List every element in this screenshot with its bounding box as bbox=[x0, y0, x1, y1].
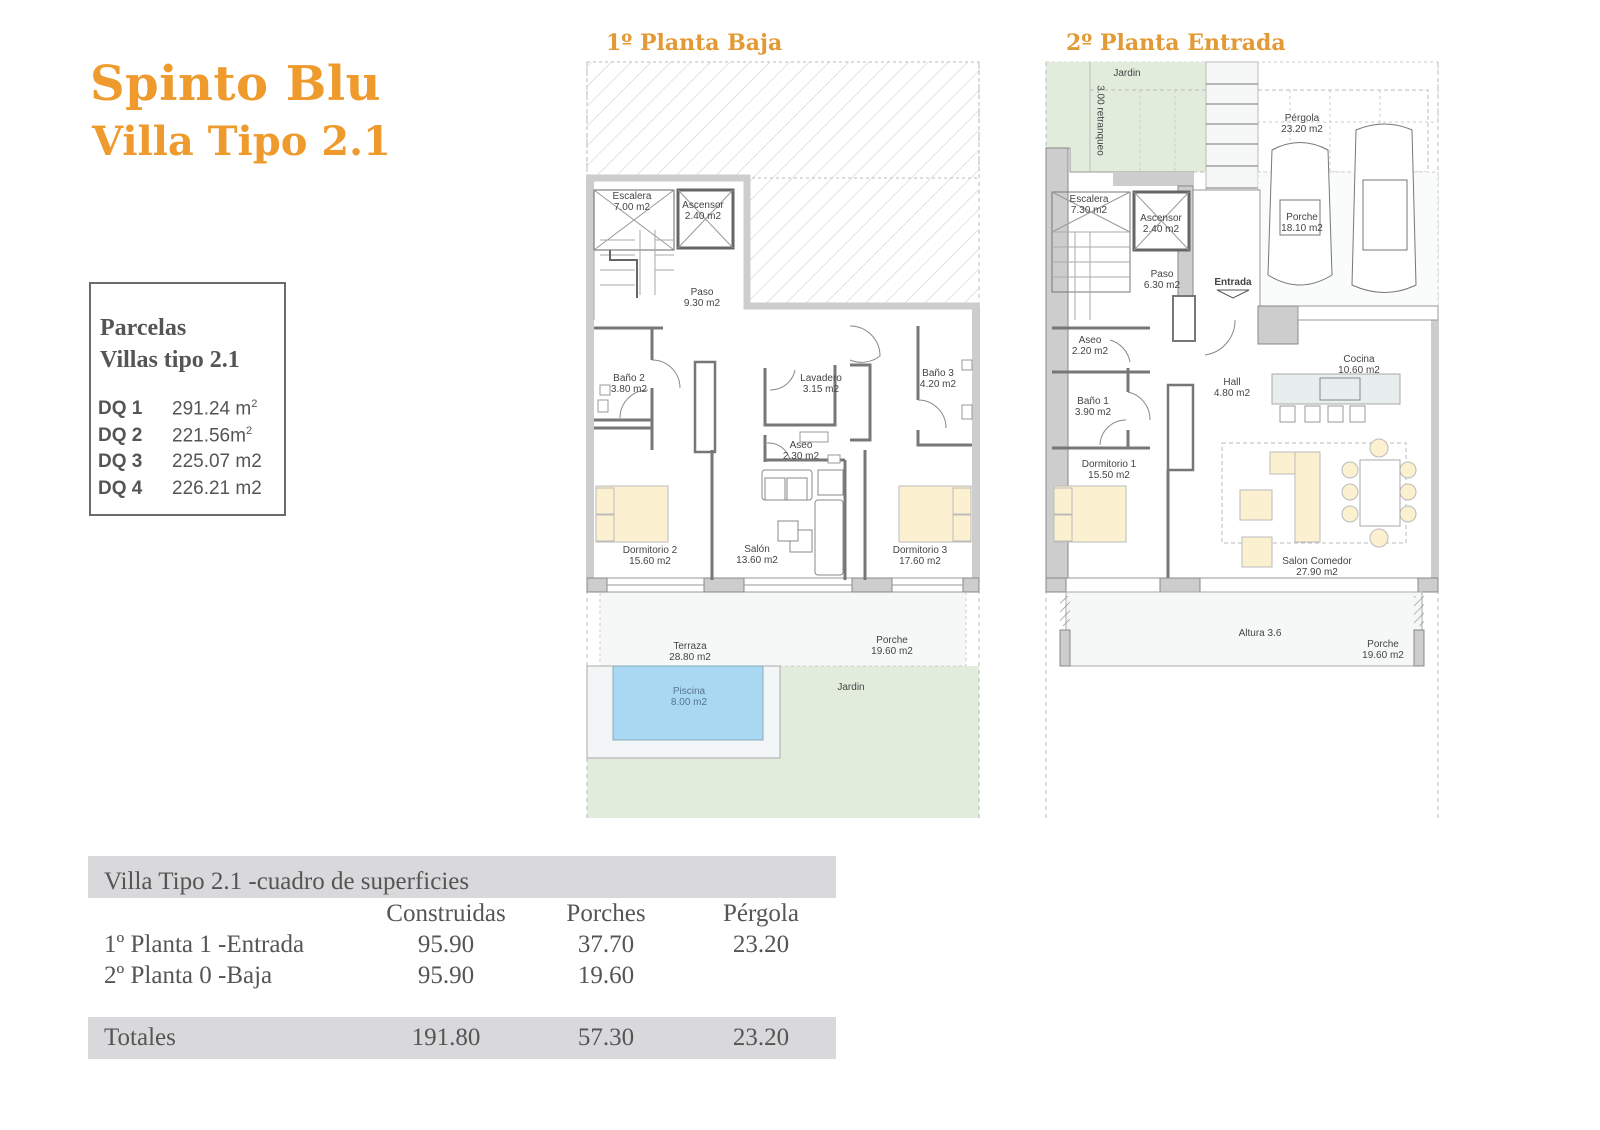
parcel-value: 226.21 m2 bbox=[172, 477, 262, 499]
parcel-row: DQ 1 291.24 m2 bbox=[98, 398, 262, 425]
column-header: Pérgola bbox=[723, 899, 799, 927]
table-row: 1º Planta 1 -Entrada 95.90 37.70 23.20 bbox=[88, 929, 836, 960]
parcels-box: Parcelas Villas tipo 2.1 DQ 1 291.24 m2 … bbox=[89, 282, 286, 516]
cell-porches: 19.60 bbox=[577, 961, 635, 989]
summary-title: Villa Tipo 2.1 -cuadro de superficies bbox=[104, 868, 470, 895]
parcel-label: DQ 1 bbox=[98, 398, 143, 419]
column-header: Porches bbox=[566, 899, 646, 927]
room-label: Altura 3.6 bbox=[1238, 628, 1282, 639]
total-porches: 57.30 bbox=[577, 1024, 635, 1051]
summary-header-row: Construidas Porches Pérgola bbox=[88, 898, 836, 929]
totals-row: Totales 191.80 57.30 23.20 bbox=[88, 1017, 836, 1059]
table-row: 2º Planta 0 -Baja 95.90 19.60 bbox=[88, 960, 836, 991]
total-pergola: 23.20 bbox=[732, 1024, 790, 1051]
page-subtitle: Villa Tipo 2.1 bbox=[92, 118, 391, 165]
parcels-heading-line1: Parcelas bbox=[100, 315, 187, 341]
row-label: 2º Planta 0 -Baja bbox=[104, 961, 273, 989]
column-header: Construidas bbox=[386, 899, 506, 927]
cell-porches: 37.70 bbox=[577, 930, 635, 958]
cell-pergola: 23.20 bbox=[732, 930, 790, 958]
parcel-label: DQ 3 bbox=[98, 451, 143, 472]
room-label: Jardin bbox=[1113, 68, 1141, 79]
page-title: Spinto Blu bbox=[90, 56, 381, 112]
parcels-list: DQ 1 291.24 m2 DQ 2 221.56m2 DQ 3 225.07… bbox=[98, 398, 262, 504]
parcel-value: 225.07 m2 bbox=[172, 451, 262, 472]
surface-summary-table: Villa Tipo 2.1 -cuadro de superficies Co… bbox=[88, 856, 836, 1059]
parcels-heading: Parcelas Villas tipo 2.1 bbox=[100, 312, 240, 376]
parcels-heading-line2: Villas tipo 2.1 bbox=[100, 347, 240, 373]
summary-title-bar: Villa Tipo 2.1 -cuadro de superficies bbox=[88, 856, 836, 898]
parcel-value: 291.24 m2 bbox=[172, 398, 258, 420]
totals-label: Totales bbox=[104, 1024, 176, 1051]
total-construidas: 191.80 bbox=[411, 1024, 481, 1051]
cell-construidas: 95.90 bbox=[417, 930, 475, 958]
room-label: Jardin bbox=[837, 682, 865, 693]
entrance-label: Entrada bbox=[1214, 277, 1252, 288]
room-label: 3.00 retranqueo bbox=[1094, 85, 1106, 156]
parcel-label: DQ 2 bbox=[98, 424, 143, 446]
parcel-row: DQ 4 226.21 m2 bbox=[98, 478, 262, 505]
parcel-row: DQ 2 221.56m2 bbox=[98, 425, 262, 452]
cell-construidas: 95.90 bbox=[417, 961, 475, 989]
entrance-floor-title: 2º Planta Entrada bbox=[1066, 30, 1286, 56]
row-label: 1º Planta 1 -Entrada bbox=[104, 930, 305, 958]
parcel-label: DQ 4 bbox=[98, 477, 143, 499]
parcel-value: 221.56m2 bbox=[172, 424, 253, 446]
entrance-floor-plan bbox=[1045, 61, 1439, 818]
parcel-row: DQ 3 225.07 m2 bbox=[98, 451, 262, 478]
ground-floor-plan bbox=[586, 61, 980, 818]
ground-floor-title: 1º Planta Baja bbox=[606, 30, 783, 56]
